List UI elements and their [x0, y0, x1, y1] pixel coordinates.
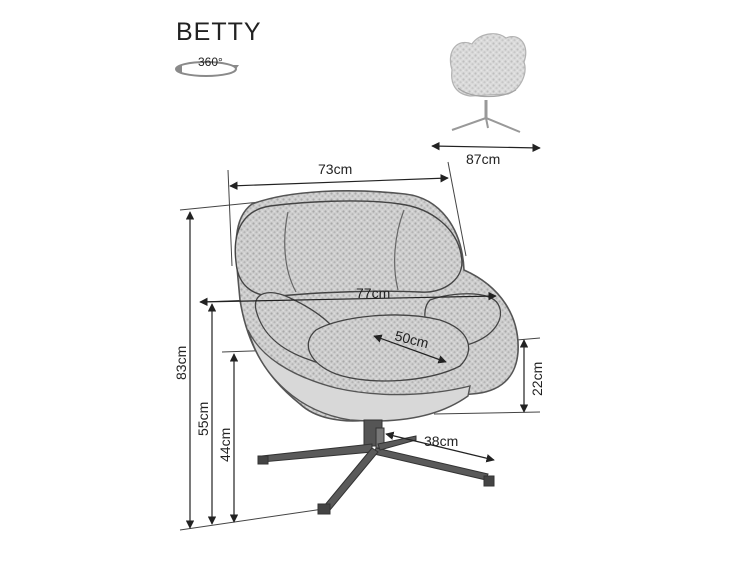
dimension-arrows [185, 141, 541, 529]
back-seat-height-label: 55cm [195, 402, 211, 436]
product-title: BETTY [176, 18, 262, 46]
base-radius-arrow [385, 431, 495, 463]
top-width-label: 73cm [318, 161, 352, 177]
total-height-label: 83cm [173, 346, 189, 380]
chair-body [234, 190, 519, 422]
swivel-base [257, 419, 495, 515]
side-depth-arrow [431, 141, 541, 153]
side-depth-label: 87cm [466, 151, 500, 167]
armrest-height-label: 22cm [529, 362, 545, 396]
rotation-label: 360° [198, 55, 223, 69]
top-width-arrow [229, 174, 449, 190]
side-view-thumbnail [449, 33, 527, 133]
rotation-360-icon: 360° [175, 55, 239, 77]
seat-width-label: 77cm [356, 285, 390, 301]
base-radius-label: 38cm [424, 433, 458, 449]
dimension-labels: 73cm 87cm 77cm 50cm 22cm 38cm 83cm 55cm … [173, 151, 545, 462]
seat-width-arrow [199, 291, 497, 307]
seat-depth-arrow [373, 334, 447, 364]
seat-height-label: 44cm [217, 428, 233, 462]
